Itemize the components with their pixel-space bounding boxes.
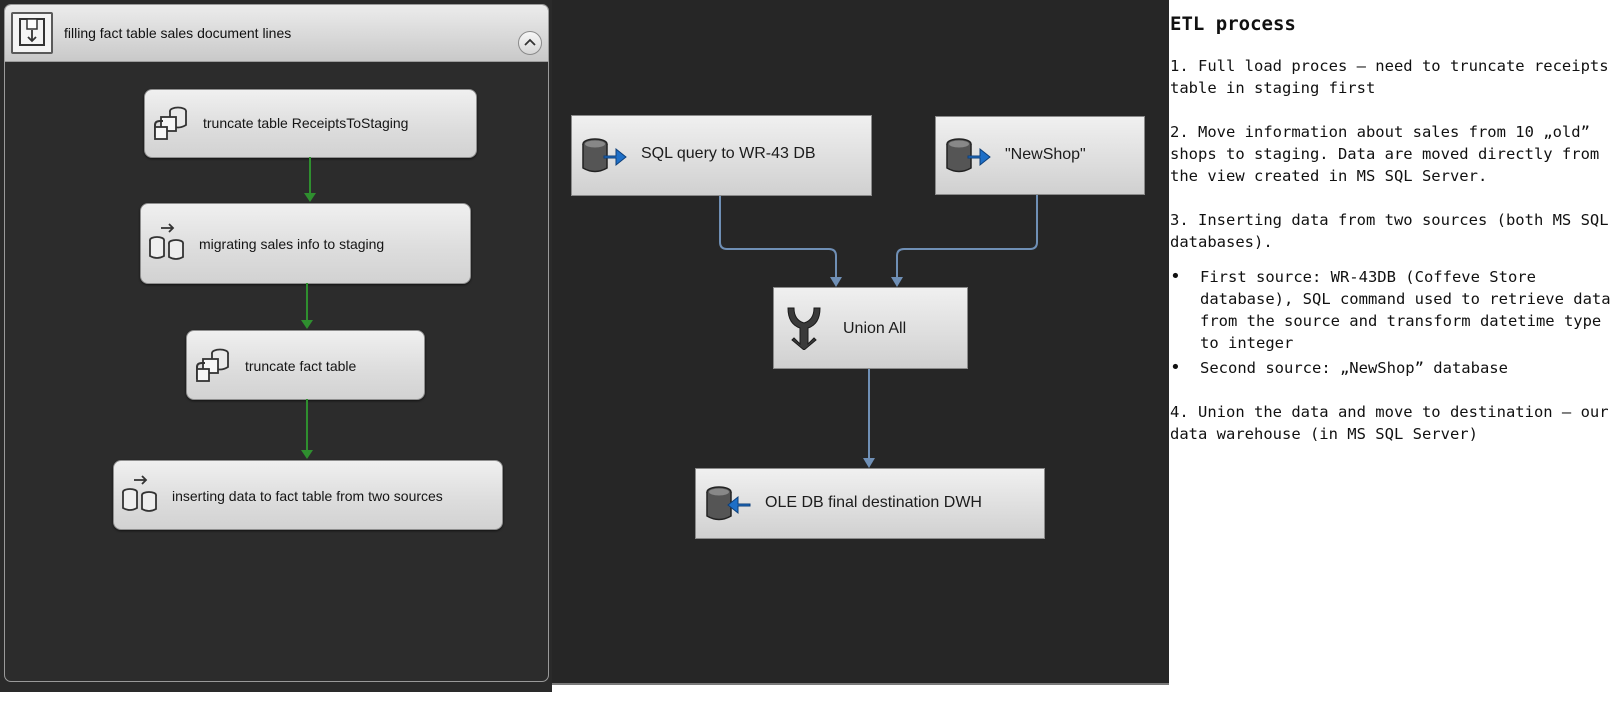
note-bullet: First source: WR-43DB (Coffeve Store dat… bbox=[1170, 266, 1620, 354]
note-bullet: Second source: „NewShop” database bbox=[1170, 357, 1620, 379]
note-bullet-list: First source: WR-43DB (Coffeve Store dat… bbox=[1170, 266, 1620, 379]
ole-db-destination-icon bbox=[706, 486, 751, 521]
container-title: filling fact table sales document lines bbox=[64, 25, 292, 41]
data-path-arrow bbox=[719, 196, 837, 277]
data-flow-task-icon bbox=[122, 475, 157, 512]
ole-db-source-icon bbox=[582, 138, 627, 173]
note-item: 4. Union the data and move to destinatio… bbox=[1170, 403, 1609, 443]
data-path-arrow bbox=[896, 195, 1038, 277]
component-label: OLE DB final destination DWH bbox=[765, 494, 982, 511]
chevron-up-icon bbox=[524, 38, 536, 46]
task-migrating-sales-info[interactable]: migrating sales info to staging bbox=[140, 203, 471, 284]
task-inserting-data-to-fact-table[interactable]: inserting data to fact table from two so… bbox=[113, 460, 503, 530]
component-label: Union All bbox=[843, 320, 907, 337]
data-flow-task-icon bbox=[149, 223, 184, 260]
union-all-transformation[interactable]: Union All bbox=[773, 287, 968, 369]
data-flow-canvas: SQL query to WR-43 DB "NewShop" Union Al… bbox=[552, 0, 1169, 685]
container-header[interactable]: filling fact table sales document lines bbox=[5, 5, 548, 62]
control-flow-canvas: filling fact table sales document lines … bbox=[0, 0, 552, 692]
ole-db-destination-dwh[interactable]: OLE DB final destination DWH bbox=[695, 468, 1045, 539]
etl-notes-panel: ETL process 1. Full load proces – need t… bbox=[1170, 13, 1620, 467]
collapse-button[interactable] bbox=[518, 31, 542, 55]
ole-db-source-icon bbox=[946, 138, 991, 173]
component-label: SQL query to WR-43 DB bbox=[641, 145, 816, 162]
task-label: inserting data to fact table from two so… bbox=[172, 488, 443, 504]
union-all-icon bbox=[787, 307, 821, 350]
sequence-container-icon bbox=[11, 12, 53, 54]
note-item: 1. Full load proces – need to truncate r… bbox=[1170, 57, 1609, 97]
execute-sql-task-icon bbox=[196, 348, 229, 382]
notes-title: ETL process bbox=[1170, 13, 1296, 35]
sequence-container[interactable]: filling fact table sales document lines … bbox=[4, 4, 549, 682]
execute-sql-task-icon bbox=[154, 106, 187, 140]
task-label: truncate fact table bbox=[245, 358, 357, 374]
task-truncate-receipts-to-staging[interactable]: truncate table ReceiptsToStaging bbox=[144, 89, 477, 158]
note-item: 3. Inserting data from two sources (both… bbox=[1170, 211, 1609, 251]
task-label: truncate table ReceiptsToStaging bbox=[203, 115, 409, 131]
task-label: migrating sales info to staging bbox=[199, 236, 385, 252]
data-flow-paths bbox=[719, 195, 1038, 468]
precedence-constraints bbox=[301, 157, 316, 459]
component-label: "NewShop" bbox=[1005, 146, 1086, 163]
ole-db-source-sql-query[interactable]: SQL query to WR-43 DB bbox=[571, 115, 872, 196]
ole-db-source-newshop[interactable]: "NewShop" bbox=[935, 116, 1145, 195]
task-truncate-fact-table[interactable]: truncate fact table bbox=[186, 330, 425, 400]
note-item: 2. Move information about sales from 10 … bbox=[1170, 123, 1600, 185]
